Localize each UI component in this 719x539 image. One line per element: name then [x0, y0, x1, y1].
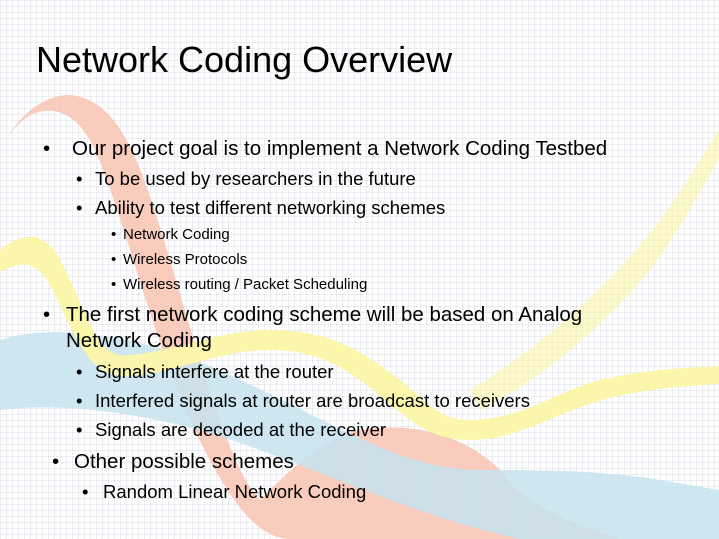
bullet-glyph: • — [52, 450, 60, 473]
bullet-glyph: • — [82, 481, 89, 502]
list-item: To be used by researchers in the future — [95, 168, 416, 189]
bullet-glyph: • — [43, 137, 51, 160]
bullet-glyph: • — [111, 251, 117, 268]
slide-title: Network Coding Overview — [36, 39, 453, 80]
bullet-glyph: • — [111, 226, 117, 243]
list-item: The first network coding scheme will be … — [66, 303, 583, 326]
bullet-glyph: • — [76, 419, 83, 440]
list-item: Signals are decoded at the receiver — [95, 419, 387, 440]
list-item: Other possible schemes — [74, 450, 294, 473]
yellow-ribbon-right — [470, 130, 719, 410]
list-item: Signals interfere at the router — [95, 361, 334, 382]
blue-ribbon — [0, 332, 719, 539]
list-item: Wireless Protocols — [123, 251, 248, 268]
list-item: Interfered signals at router are broadca… — [95, 390, 530, 411]
list-item: Our project goal is to implement a Netwo… — [72, 137, 608, 160]
list-item: Ability to test different networking sch… — [95, 197, 446, 218]
bullet-glyph: • — [76, 197, 83, 218]
bullet-glyph: • — [76, 361, 83, 382]
bullet-glyph: • — [76, 168, 83, 189]
bullet-glyph: • — [111, 276, 117, 293]
list-item: Wireless routing / Packet Scheduling — [123, 276, 368, 293]
bullet-glyph: • — [76, 390, 83, 411]
list-item: Network Coding — [123, 226, 230, 243]
list-item-continuation: Network Coding — [66, 329, 212, 352]
list-item: Random Linear Network Coding — [103, 481, 367, 502]
bullet-glyph: • — [43, 303, 51, 326]
